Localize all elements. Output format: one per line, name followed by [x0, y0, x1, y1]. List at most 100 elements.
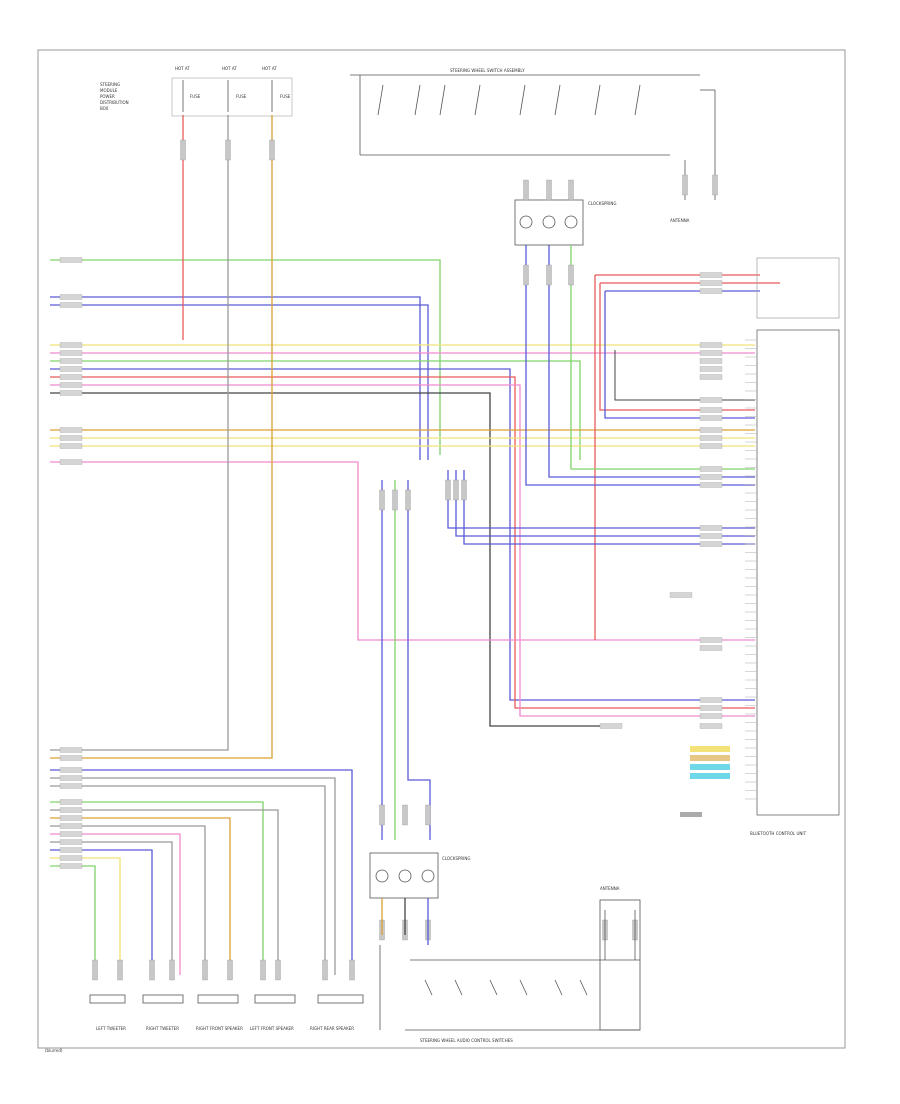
- connector-tag: [227, 959, 233, 981]
- wire-tag: [59, 823, 83, 829]
- wire-tags: [59, 139, 723, 981]
- wire-blue-b10: [50, 849, 153, 975]
- wire-tag: [699, 713, 723, 719]
- bluetooth-control-unit: BLUETOOTH CONTROL UNIT: [750, 257, 840, 836]
- wire-blue-b1: [50, 769, 353, 975]
- wire-gray-b9: [50, 841, 173, 975]
- wire-orange-b6: [50, 817, 231, 975]
- speaker-row: LEFT TWEETER RIGHT TWEETER RIGHT FRONT S…: [89, 994, 364, 1031]
- wire-tag: [59, 783, 83, 789]
- wire-tag: [59, 831, 83, 837]
- wire-tag: [699, 525, 723, 531]
- wire-tag: [59, 358, 83, 364]
- wire-tag: [699, 427, 723, 433]
- wire-blue-cs-2: [548, 245, 755, 478]
- wire-tag: [699, 541, 723, 547]
- wire-dark-right: [614, 350, 755, 401]
- wire-tag: [59, 459, 83, 465]
- wire-tag: [699, 397, 723, 403]
- footer-code: (blurred): [45, 1048, 63, 1053]
- antenna-group: ANTENNA: [670, 160, 716, 223]
- speaker-3-label: RIGHT FRONT SPEAKER: [196, 1026, 243, 1031]
- wire-tag: [59, 839, 83, 845]
- wire-tag: [59, 257, 83, 263]
- module-pins: [745, 339, 757, 800]
- connector-tag: [149, 959, 155, 981]
- switch-top-label: STEERING WHEEL SWITCH ASSEMBLY: [450, 68, 525, 73]
- wire-blue-1: [50, 296, 421, 460]
- wire-tag: [699, 723, 723, 729]
- wire-tag: [699, 407, 723, 413]
- wire-tag: [699, 474, 723, 480]
- wire-tag: [699, 280, 723, 286]
- wire-tag: [699, 415, 723, 421]
- svg-text:ANTENNA: ANTENNA: [600, 886, 620, 891]
- bottom-switch-assembly: ANTENNA STEERING WHEEL AUDIO CONTROL SWI…: [379, 886, 641, 1043]
- diagram-frame: [37, 49, 846, 1049]
- wire-tag: [59, 302, 83, 308]
- connector-tag: [523, 179, 529, 201]
- connector-tag: [169, 959, 175, 981]
- connector-tag: [275, 959, 281, 981]
- wire-green-1: [50, 259, 441, 455]
- wire-pink-2: [50, 384, 755, 717]
- connector-tag: [568, 264, 574, 286]
- wire-tag: [699, 705, 723, 711]
- connector-tag: [546, 264, 552, 286]
- wire-tag: [59, 775, 83, 781]
- top-switch-assembly: STEERING WHEEL SWITCH ASSEMBLY: [350, 68, 716, 160]
- wire-tag: [59, 807, 83, 813]
- wire-orange-hot: [50, 115, 273, 759]
- wire-blue-right-drop: [604, 291, 755, 419]
- wire-pink-b8: [50, 833, 181, 975]
- wire-tag: [59, 443, 83, 449]
- connector-tag: [260, 959, 266, 981]
- speaker-left-front: LEFT FRONT SPEAKER: [250, 994, 296, 1031]
- wire-blue-cs-1: [525, 245, 755, 486]
- wire-yellow-b11: [50, 857, 121, 975]
- wire-tag: [59, 815, 83, 821]
- wire-tag: [699, 482, 723, 488]
- wire-gray-hot: [50, 115, 229, 751]
- connector-tag: [202, 959, 208, 981]
- connector-tag: [405, 489, 411, 511]
- wire-tag: [699, 645, 723, 651]
- wire-tag: [59, 799, 83, 805]
- wire-pink-3: [50, 461, 755, 641]
- connector-tag: [92, 959, 98, 981]
- connector-tag: [453, 479, 459, 501]
- connector-tag: [379, 489, 385, 511]
- speaker-4-label: LEFT FRONT SPEAKER: [250, 1026, 294, 1031]
- speaker-right-rear: RIGHT REAR SPEAKER: [310, 994, 364, 1031]
- wire-red-right-drop-2: [599, 283, 755, 411]
- wire-blue-mid-3: [463, 470, 755, 545]
- bottom-right-color-tags: [680, 746, 730, 817]
- svg-text:POWER: POWER: [100, 94, 115, 99]
- connector-tag: [269, 139, 275, 161]
- wire-bundle: [50, 115, 780, 975]
- connector-tag: [682, 174, 688, 196]
- bottom-clockspring: CLOCKSPRING: [369, 852, 470, 945]
- clockspring-top-label: CLOCKSPRING: [588, 201, 616, 206]
- connector-tag: [225, 139, 231, 161]
- antenna-label: ANTENNA: [670, 218, 690, 223]
- svg-text:DISTRIBUTION: DISTRIBUTION: [100, 100, 129, 105]
- wire-tag: [699, 697, 723, 703]
- svg-text:BOX: BOX: [100, 106, 109, 111]
- svg-text:MODULE: MODULE: [100, 88, 118, 93]
- connector-tag: [402, 804, 408, 826]
- connector-tag: [425, 804, 431, 826]
- wire-tag: [59, 767, 83, 773]
- speaker-1-label: LEFT TWEETER: [96, 1026, 126, 1031]
- svg-text:HOT AT: HOT AT: [222, 66, 237, 71]
- connector-tag: [322, 959, 328, 981]
- wire-gray-b7: [50, 825, 206, 975]
- wire-tag: [669, 592, 693, 598]
- wire-green-cs-3: [570, 245, 755, 470]
- wire-tag: [699, 342, 723, 348]
- wire-gray-b2: [50, 777, 336, 975]
- wire-tag: [699, 466, 723, 472]
- wire-tag: [59, 390, 83, 396]
